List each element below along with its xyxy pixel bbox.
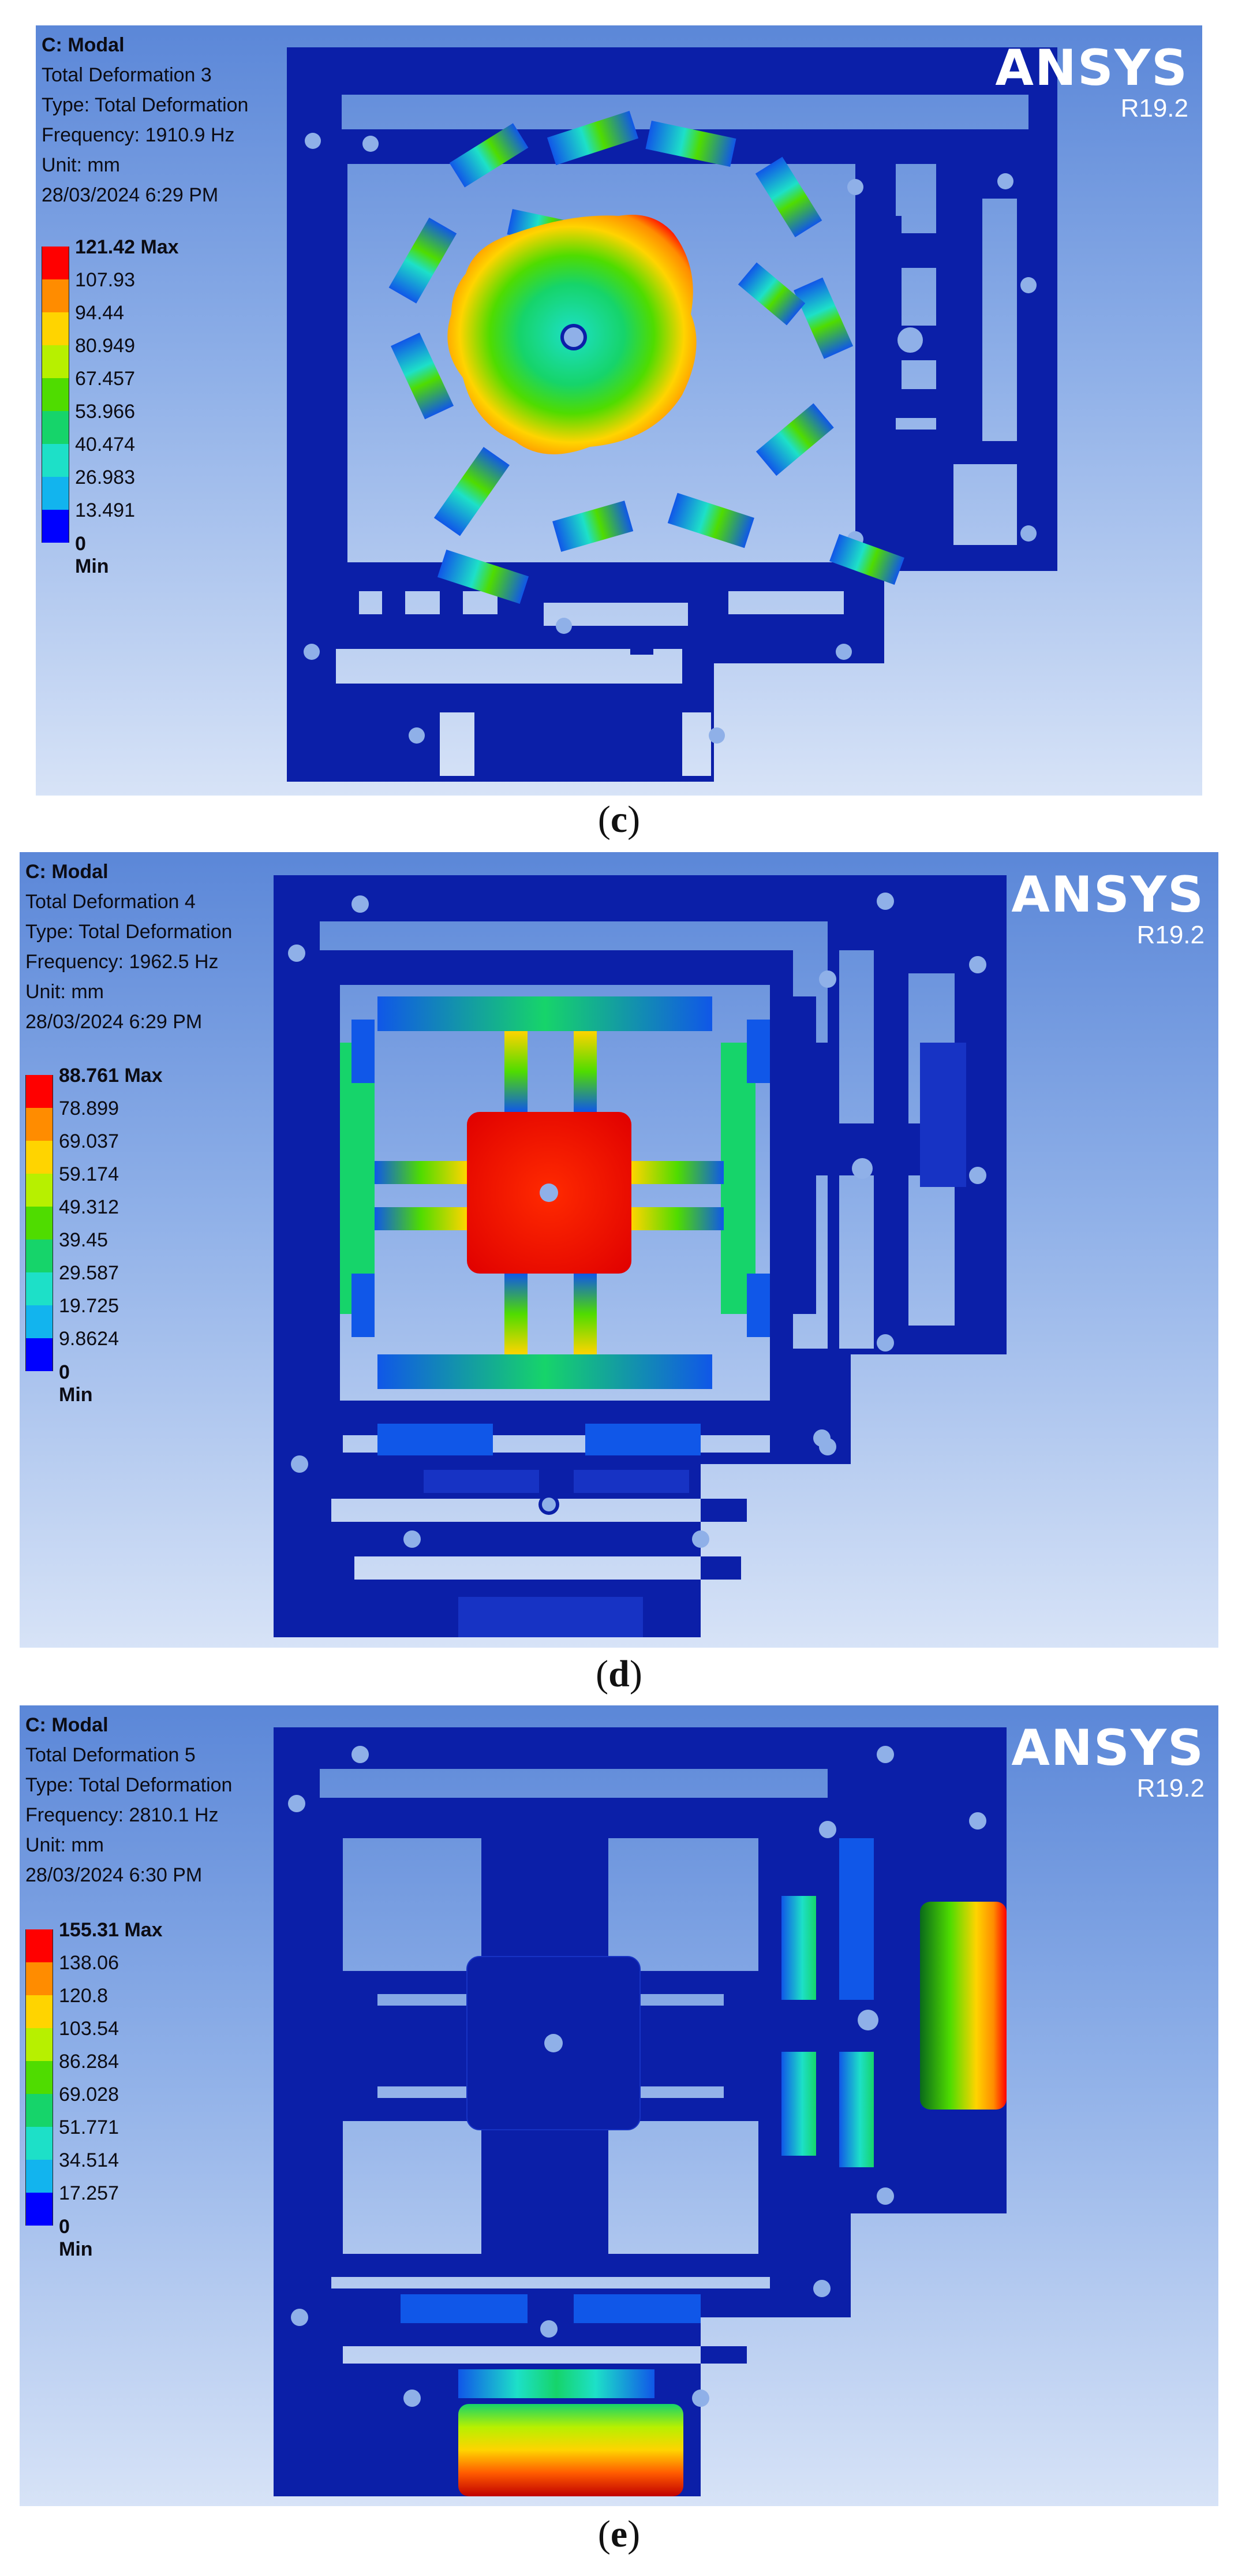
legend-swatch bbox=[25, 2094, 53, 2127]
legend-label: 39.45 bbox=[59, 1229, 109, 1251]
legend-min-label: 0 Min bbox=[59, 2216, 93, 2260]
legend-swatch bbox=[42, 411, 69, 444]
legend-swatch bbox=[25, 2193, 53, 2226]
legend-label: 94.44 bbox=[75, 302, 125, 324]
brand-name: ANSYS bbox=[995, 39, 1188, 97]
analysis-title: C: Modal bbox=[42, 34, 125, 56]
model-view-d bbox=[274, 875, 1007, 1637]
legend-label: 34.514 bbox=[59, 2149, 119, 2171]
legend-label: 51.771 bbox=[59, 2116, 119, 2138]
result-timestamp: 28/03/2024 6:29 PM bbox=[25, 1011, 203, 1033]
result-timestamp: 28/03/2024 6:29 PM bbox=[42, 184, 219, 206]
result-name: Total Deformation 3 bbox=[42, 64, 212, 86]
legend-swatch bbox=[42, 312, 69, 345]
result-info-c: C: Modal Total Deformation 3 Type: Total… bbox=[42, 30, 248, 210]
legend-label: 49.312 bbox=[59, 1196, 119, 1218]
result-frequency: Frequency: 2810.1 Hz bbox=[25, 1804, 219, 1826]
brand-name: ANSYS bbox=[1011, 1719, 1205, 1777]
legend-swatch bbox=[25, 1338, 53, 1371]
legend-label: 80.949 bbox=[75, 335, 135, 357]
legend-swatch bbox=[42, 378, 69, 411]
legend-label: 17.257 bbox=[59, 2182, 119, 2204]
result-frequency: Frequency: 1962.5 Hz bbox=[25, 951, 219, 973]
legend-label: 138.06 bbox=[59, 1952, 119, 1974]
legend-label: 69.028 bbox=[59, 2084, 119, 2105]
result-name: Total Deformation 5 bbox=[25, 1744, 196, 1766]
caption-letter: e bbox=[610, 2513, 628, 2555]
caption-letter: c bbox=[610, 798, 628, 841]
ansys-logo: ANSYS R19.2 bbox=[995, 42, 1188, 122]
legend-swatch bbox=[25, 2160, 53, 2193]
legend-label: 53.966 bbox=[75, 401, 135, 423]
result-unit: Unit: mm bbox=[42, 154, 120, 176]
legend-label: 155.31 Max bbox=[59, 1919, 163, 1941]
legend-label: 59.174 bbox=[59, 1163, 119, 1185]
legend-label: 121.42 Max bbox=[75, 236, 179, 258]
caption-d: (d) bbox=[596, 1653, 642, 1695]
legend-label: 107.93 bbox=[75, 269, 135, 291]
legend-label: 40.474 bbox=[75, 434, 135, 456]
result-type: Type: Total Deformation bbox=[42, 94, 249, 116]
legend-swatch bbox=[42, 279, 69, 312]
legend-swatch bbox=[25, 1174, 53, 1207]
brand-version: R19.2 bbox=[1136, 1774, 1205, 1802]
legend-label: 13.491 bbox=[75, 499, 135, 521]
model-view-e bbox=[274, 1727, 1007, 2496]
legend-swatch bbox=[42, 510, 69, 543]
legend-swatch bbox=[25, 2028, 53, 2061]
legend-label: 19.725 bbox=[59, 1295, 119, 1317]
legend-label: 78.899 bbox=[59, 1097, 119, 1119]
result-frequency: Frequency: 1910.9 Hz bbox=[42, 124, 235, 146]
legend-swatch bbox=[25, 1929, 53, 1962]
model-view-c bbox=[287, 47, 1057, 782]
legend-min-label: 0 Min bbox=[75, 533, 109, 577]
legend-label: 29.587 bbox=[59, 1262, 119, 1284]
result-info-e: C: Modal Total Deformation 5 Type: Total… bbox=[25, 1710, 232, 1890]
analysis-title: C: Modal bbox=[25, 1714, 109, 1736]
legend-label: 26.983 bbox=[75, 466, 135, 488]
legend-swatch bbox=[25, 2061, 53, 2094]
caption-e: (e) bbox=[597, 2513, 641, 2555]
legend-label: 9.8624 bbox=[59, 1328, 119, 1350]
ansys-logo: ANSYS R19.2 bbox=[1011, 868, 1205, 949]
legend-swatch bbox=[42, 477, 69, 510]
legend-swatch bbox=[25, 1207, 53, 1240]
legend-swatch bbox=[25, 2127, 53, 2160]
simulation-panel-d: C: Modal Total Deformation 4 Type: Total… bbox=[20, 852, 1218, 1648]
caption-c: (c) bbox=[597, 798, 641, 841]
simulation-panel-e: C: Modal Total Deformation 5 Type: Total… bbox=[20, 1705, 1218, 2506]
legend-swatch bbox=[25, 1272, 53, 1305]
legend-label: 88.761 Max bbox=[59, 1065, 163, 1087]
legend-swatch bbox=[25, 1075, 53, 1108]
legend-swatch bbox=[42, 345, 69, 378]
caption-letter: d bbox=[608, 1653, 630, 1695]
legend-swatch bbox=[25, 1995, 53, 2028]
legend-swatch bbox=[42, 247, 69, 279]
brand-version: R19.2 bbox=[1120, 94, 1188, 122]
legend-label: 67.457 bbox=[75, 368, 135, 390]
analysis-title: C: Modal bbox=[25, 861, 109, 883]
legend-min-label: 0 Min bbox=[59, 1361, 93, 1406]
simulation-panel-c: C: Modal Total Deformation 3 Type: Total… bbox=[36, 25, 1202, 796]
brand-version: R19.2 bbox=[1136, 921, 1205, 949]
legend-swatch bbox=[42, 444, 69, 477]
result-name: Total Deformation 4 bbox=[25, 891, 196, 913]
legend-swatch bbox=[25, 1141, 53, 1174]
result-unit: Unit: mm bbox=[25, 981, 104, 1003]
legend-swatch bbox=[25, 1305, 53, 1338]
legend-label: 103.54 bbox=[59, 2018, 119, 2040]
result-type: Type: Total Deformation bbox=[25, 921, 233, 943]
legend-swatch bbox=[25, 1240, 53, 1272]
result-unit: Unit: mm bbox=[25, 1834, 104, 1856]
legend-label: 69.037 bbox=[59, 1130, 119, 1152]
result-type: Type: Total Deformation bbox=[25, 1774, 233, 1796]
legend-swatch bbox=[25, 1962, 53, 1995]
legend-swatch bbox=[25, 1108, 53, 1141]
brand-name: ANSYS bbox=[1011, 866, 1205, 924]
legend-label: 86.284 bbox=[59, 2051, 119, 2073]
result-timestamp: 28/03/2024 6:30 PM bbox=[25, 1864, 203, 1886]
legend-label: 120.8 bbox=[59, 1985, 109, 2007]
ansys-logo: ANSYS R19.2 bbox=[1011, 1722, 1205, 1802]
result-info-d: C: Modal Total Deformation 4 Type: Total… bbox=[25, 857, 232, 1037]
